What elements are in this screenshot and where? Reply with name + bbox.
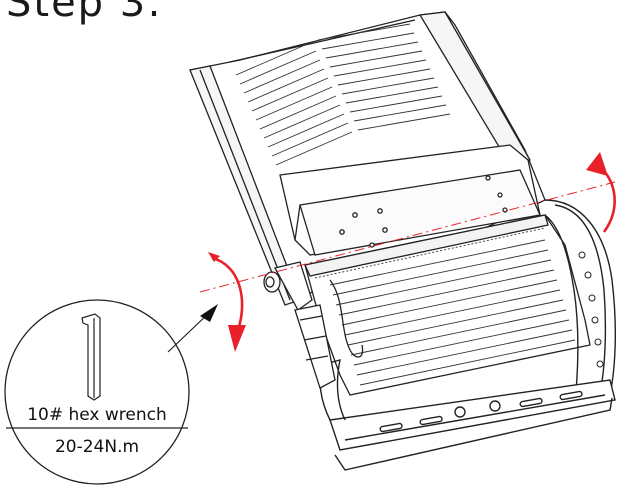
- left-rotation-arrow: [211, 256, 244, 331]
- callout-pointer-head-icon: [200, 304, 218, 322]
- left-arrow-head-icon: [228, 325, 246, 352]
- left-arrow-tail-icon: [208, 252, 220, 262]
- lower-heat-fins: [314, 227, 576, 386]
- bracket-holes: [578, 251, 604, 368]
- upper-heat-fins: [235, 23, 451, 166]
- mounting-plate: [279, 144, 541, 256]
- pivot-bolt: [263, 261, 364, 389]
- tool-label: 10# hex wrench: [27, 405, 167, 425]
- right-arrow-head-icon: [586, 152, 608, 176]
- hex-wrench-icon: [81, 313, 101, 401]
- step-title: Step 3:: [6, 0, 163, 26]
- callout-pointer-line: [167, 311, 211, 353]
- torque-label: 20-24N.m: [55, 437, 139, 457]
- u-bracket: [319, 199, 617, 471]
- rotation-axis-line: [199, 181, 616, 293]
